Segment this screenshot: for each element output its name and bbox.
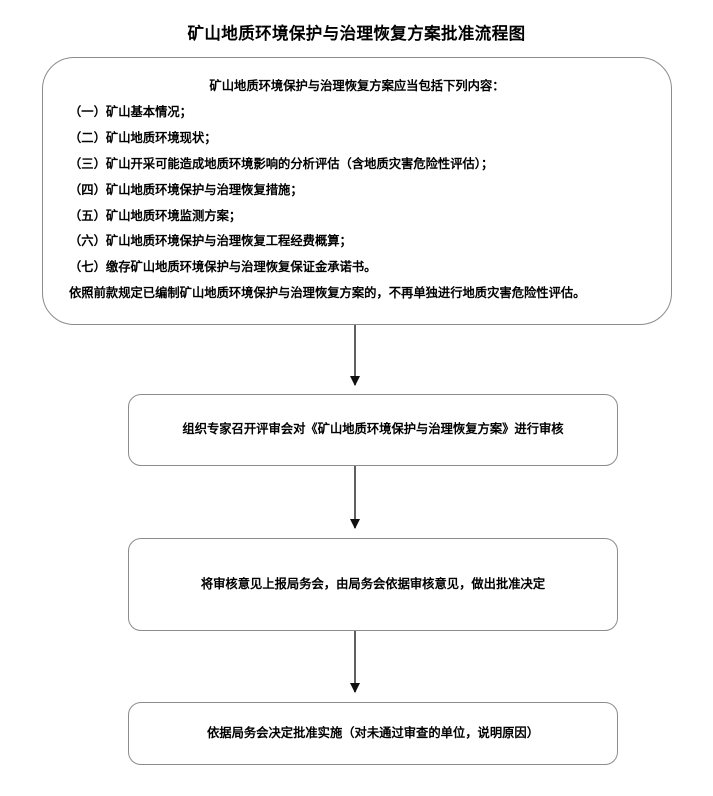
requirements-body: 矿山地质环境保护与治理恢复方案应当包括下列内容： （一）矿山基本情况； （二）矿… <box>43 58 671 300</box>
report-decision-label: 将审核意见上报局务会，由局务会依据审核意见，做出批准决定 <box>200 576 546 591</box>
requirement-item-3: （三）矿山开采可能造成地质环境影响的分析评估（含地质灾害危险性评估）； <box>69 156 494 171</box>
expert-review-label: 组织专家召开评审会对《矿山地质环境保护与治理恢复方案》进行审核 <box>182 422 564 437</box>
requirement-item-6: （六）矿山地质环境保护与治理恢复工程经费概算； <box>69 234 352 249</box>
requirements-heading: 矿山地质环境保护与治理恢复方案应当包括下列内容： <box>209 79 505 93</box>
flow-node-expert-review: 组织专家召开评审会对《矿山地质环境保护与治理恢复方案》进行审核 <box>128 394 618 466</box>
requirement-item-7: （七）缴存矿山地质环境保护与治理恢复保证金承诺书。 <box>69 260 377 275</box>
page-title: 矿山地质环境保护与治理恢复方案批准流程图 <box>187 24 526 43</box>
requirements-footnote: 依照前款规定已编制矿山地质环境保护与治理恢复方案的，不再单独进行地质灾害危险性评… <box>69 286 586 301</box>
flow-node-content-requirements: 矿山地质环境保护与治理恢复方案应当包括下列内容： （一）矿山基本情况； （二）矿… <box>42 57 672 325</box>
flow-node-approve-implement: 依据局务会决定批准实施（对未通过审查的单位，说明原因） <box>128 702 618 765</box>
connector-arrow-review-to-report <box>350 466 360 529</box>
requirement-item-1: （一）矿山基本情况； <box>69 104 192 119</box>
requirement-item-5: （五）矿山地质环境监测方案； <box>69 208 242 223</box>
requirement-item-4: （四）矿山地质环境保护与治理恢复措施； <box>69 182 303 197</box>
flow-node-report-decision: 将审核意见上报局务会，由局务会依据审核意见，做出批准决定 <box>128 538 618 631</box>
connector-arrow-report-to-approve <box>350 631 360 693</box>
connector-arrow-requirements-to-review <box>350 325 360 386</box>
approve-implement-label: 依据局务会决定批准实施（对未通过审查的单位，说明原因） <box>206 725 540 740</box>
requirement-item-2: （二）矿山地质环境现状； <box>69 130 217 145</box>
